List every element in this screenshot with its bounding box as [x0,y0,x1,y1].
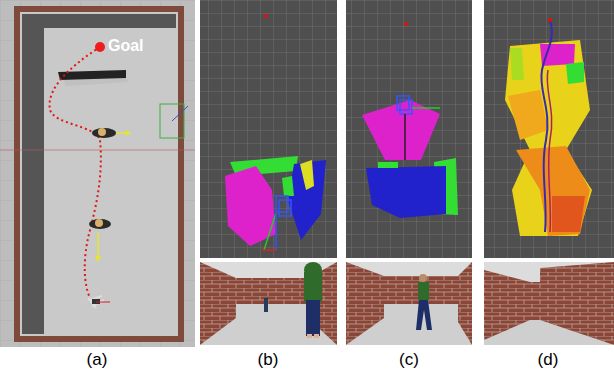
map-view [346,0,472,258]
panel-label: (d) [538,351,559,370]
panel-label: (b) [258,351,279,370]
person-figure [89,219,111,262]
person-figure [92,128,131,138]
camera-view [484,262,614,345]
panel-label: (a) [87,351,108,370]
robot-icon [88,296,110,308]
panel-label: (c) [399,351,419,370]
camera-view [346,262,472,345]
goal-label: Goal [108,37,144,55]
map-view [200,0,337,258]
world-view [0,0,195,347]
camera-view [200,262,337,345]
map-view [484,0,614,258]
